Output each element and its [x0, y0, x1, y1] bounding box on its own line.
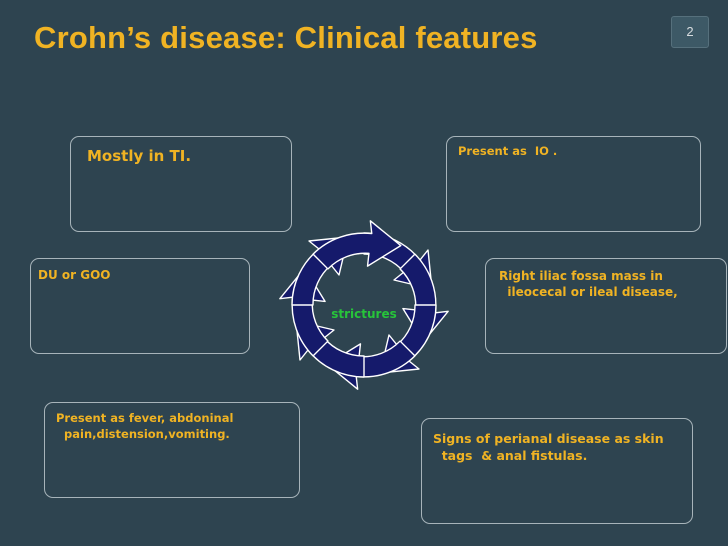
cycle-arrow-2	[399, 253, 449, 343]
slide-title: Crohn’s disease: Clinical features	[34, 20, 538, 55]
cycle-arrow-8	[312, 220, 402, 270]
circular-arrows-icon	[279, 220, 449, 390]
box-top-left: Mostly in TI.	[70, 136, 292, 232]
box-mid-left-text: DU or GOO	[38, 268, 111, 282]
box-bottom-right: Signs of perianal disease as skin tags &…	[421, 418, 693, 524]
box-top-left-text: Mostly in TI.	[87, 147, 192, 165]
center-label: strictures	[331, 307, 397, 321]
cycle-arrow-6	[279, 267, 329, 357]
cycle-arrow-4	[326, 340, 416, 390]
page-number-badge: 2	[671, 16, 709, 48]
box-bottom-left: Present as fever, abdoninal pain,distens…	[44, 402, 300, 498]
box-bottom-right-text: Signs of perianal disease as skin tags &…	[433, 431, 664, 463]
box-bottom-left-text: Present as fever, abdoninal pain,distens…	[56, 411, 234, 441]
box-mid-right: Right iliac fossa mass in ileocecal or i…	[485, 258, 727, 354]
box-top-right: Present as IO .	[446, 136, 701, 232]
box-top-right-text: Present as IO .	[458, 144, 558, 158]
box-mid-right-text: Right iliac fossa mass in ileocecal or i…	[499, 269, 678, 300]
box-mid-left: DU or GOO	[30, 258, 250, 354]
